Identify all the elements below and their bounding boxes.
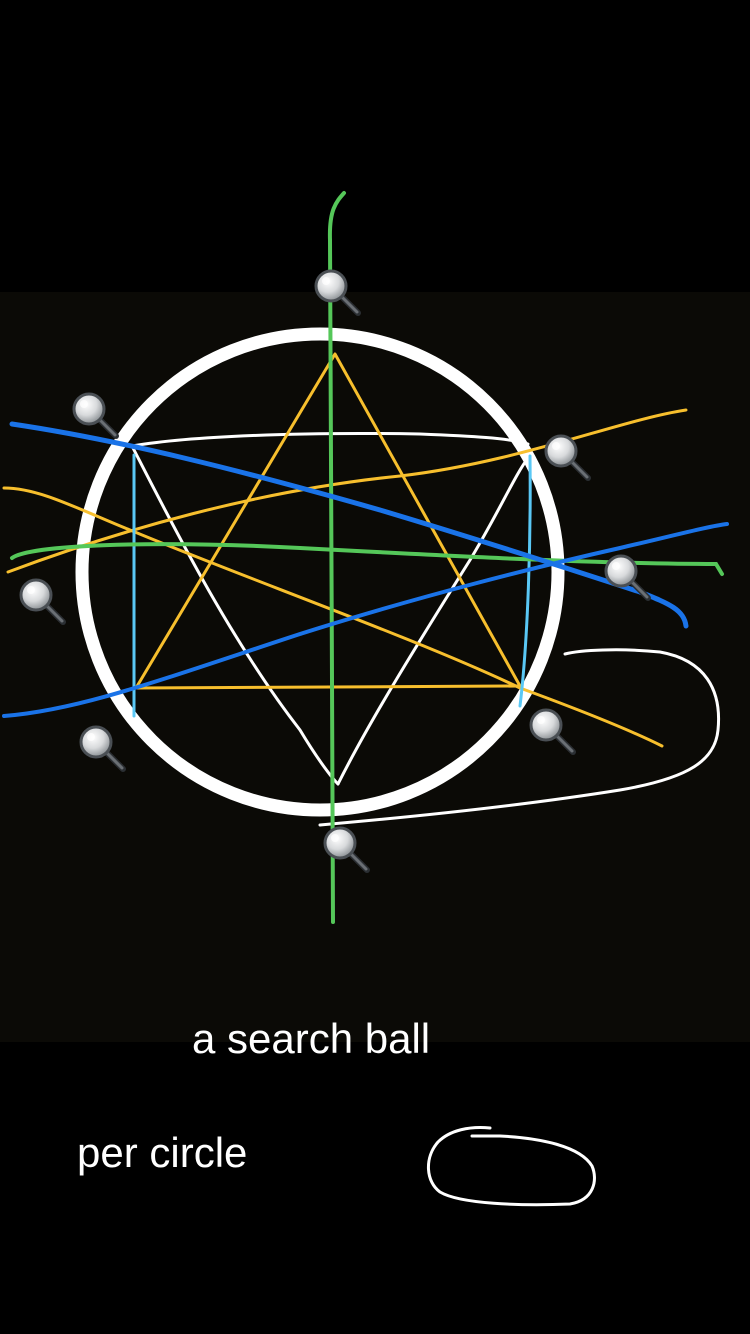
- main-circle: [75, 327, 565, 817]
- caption-search-ball: a search ball: [192, 1015, 431, 1062]
- green-stroke-vertical: [327, 191, 346, 924]
- drawing-panel: [0, 292, 750, 1042]
- white-stroke-tail: [318, 648, 721, 827]
- yellow-stroke-lower: [2, 486, 664, 748]
- loop-doodle: [427, 1126, 596, 1207]
- blue-stroke-ascending: [2, 522, 729, 718]
- yellow-stroke-upper: [6, 408, 688, 574]
- yellow-triangle: [134, 352, 522, 690]
- caption-per-circle: per circle: [77, 1129, 248, 1176]
- white-stroke-left-v: [130, 444, 340, 786]
- cyan-stroke-right: [518, 454, 532, 708]
